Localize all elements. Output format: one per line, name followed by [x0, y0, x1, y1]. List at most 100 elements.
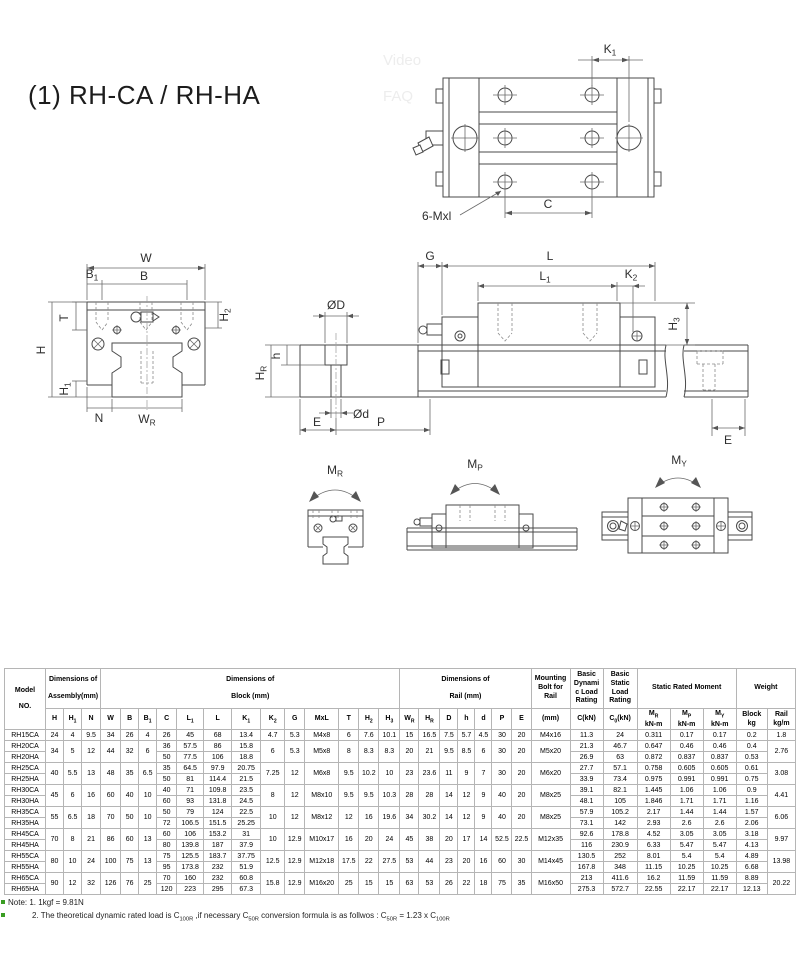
spec-cell: 0.2 [735, 729, 768, 742]
spec-cell: 35 [120, 762, 140, 786]
spec-cell: 12 [81, 740, 102, 764]
spec-cell: 14 [474, 828, 493, 852]
spec-cell: 22.17 [702, 883, 737, 896]
spec-cell: 32 [81, 872, 102, 896]
spec-cell: 183.7 [203, 850, 233, 863]
dim-label-h1: H1 [57, 382, 73, 396]
spec-cell: 27.7 [569, 762, 604, 775]
spec-cell: 20 [511, 740, 532, 764]
spec-cell: 80 [45, 850, 65, 874]
spec-cell: 52.5 [491, 828, 513, 852]
spec-cell: 60 [100, 784, 122, 808]
spec-cell: 0.75 [735, 773, 768, 786]
grease-nipple-icon [618, 520, 628, 532]
spec-cell: 38 [418, 828, 441, 852]
video-link[interactable]: Video [383, 52, 422, 69]
spec-cell: 12 [63, 872, 83, 896]
spec-cell: 10 [63, 850, 83, 874]
spec-cell: 0.61 [735, 762, 768, 775]
column-header: C0(kN) [602, 707, 638, 731]
column-header: MxL [304, 707, 340, 731]
spec-cell: 34 [45, 740, 65, 764]
spec-cell: 60 [120, 828, 140, 852]
spec-cell: 7.5 [439, 729, 459, 742]
column-header: (mm) [530, 707, 571, 731]
spec-cell: 75 [156, 850, 178, 863]
spec-cell: 17.5 [338, 850, 360, 874]
spec-cell: 295 [203, 883, 233, 896]
spec-cell: 34 [399, 806, 420, 830]
spec-cell: 50 [120, 806, 140, 830]
spec-cell: M16x20 [304, 872, 340, 896]
spec-cell: 8.01 [636, 850, 671, 863]
rail-section-drawing: ØD Ød E P HR h [253, 298, 467, 435]
spec-cell: 22.17 [669, 883, 704, 896]
spec-cell: 55 [45, 806, 65, 830]
spec-cell: 63 [602, 751, 638, 764]
spec-cell: 36 [156, 740, 178, 753]
spec-cell: 7.25 [260, 762, 286, 786]
spec-cell: 5.3 [284, 729, 306, 742]
model-cell: RH55CA [3, 850, 47, 863]
spec-cell: M8x10 [304, 784, 340, 808]
spec-cell: 0.17 [669, 729, 704, 742]
spec-cell: 2.93 [636, 817, 671, 830]
spec-cell: 18 [474, 872, 493, 896]
model-cell: RH65HA [3, 883, 47, 896]
spec-cell: M8x12 [304, 806, 340, 830]
spec-cell: 0.758 [636, 762, 671, 775]
spec-cell: 20 [399, 740, 420, 764]
spec-cell: 90 [45, 872, 65, 896]
dim-label-b1: B1 [86, 267, 99, 283]
column-header: L [203, 707, 233, 731]
spec-cell: 80 [156, 839, 178, 852]
spec-cell: 21 [418, 740, 441, 764]
spec-cell: 48 [100, 762, 122, 786]
spec-cell: 57.5 [176, 740, 205, 753]
spec-cell: 411.6 [602, 872, 638, 885]
spec-cell: 72 [156, 817, 178, 830]
spec-cell: 0.991 [669, 773, 704, 786]
spec-cell: 9.5 [338, 762, 360, 786]
spec-cell: 82.1 [602, 784, 638, 797]
spec-cell: 75 [491, 872, 513, 896]
spec-cell: 16 [358, 806, 380, 830]
spec-cell: 130.5 [569, 850, 604, 863]
faq-link[interactable]: FAQ [383, 88, 414, 105]
spec-cell: 23 [399, 762, 420, 786]
dim-label-g: G [425, 249, 434, 263]
spec-cell: M12x18 [304, 850, 340, 874]
column-header: K1 [231, 707, 262, 731]
spec-cell: 173.8 [176, 861, 205, 874]
rail-weight-cell: 3.08 [766, 762, 797, 786]
spec-cell: 35 [156, 762, 178, 775]
spec-cell: 12 [284, 806, 306, 830]
spec-cell: 24 [602, 729, 638, 742]
spec-cell: 35 [511, 872, 532, 896]
spec-cell: 77.5 [176, 751, 205, 764]
spec-cell: 37.75 [231, 850, 262, 863]
bolt-cell: M6x20 [530, 762, 571, 786]
column-header: C(kN) [569, 707, 604, 731]
spec-cell: 12 [457, 806, 476, 830]
spec-cell: 8.3 [358, 740, 380, 764]
spec-cell: 26 [120, 729, 140, 742]
spec-cell: 53 [418, 872, 441, 896]
column-header: L1 [176, 707, 205, 731]
dim-label-c: C [544, 197, 553, 211]
my-moment-drawing: MY [601, 453, 753, 554]
dim-label-hh: h [269, 353, 283, 360]
spec-cell: 232 [203, 872, 233, 885]
spec-cell: 14 [439, 806, 459, 830]
spec-cell: 50 [156, 751, 178, 764]
spec-cell: 19.6 [378, 806, 401, 830]
spec-cell: 4.13 [735, 839, 768, 852]
spec-cell: 20 [439, 828, 459, 852]
